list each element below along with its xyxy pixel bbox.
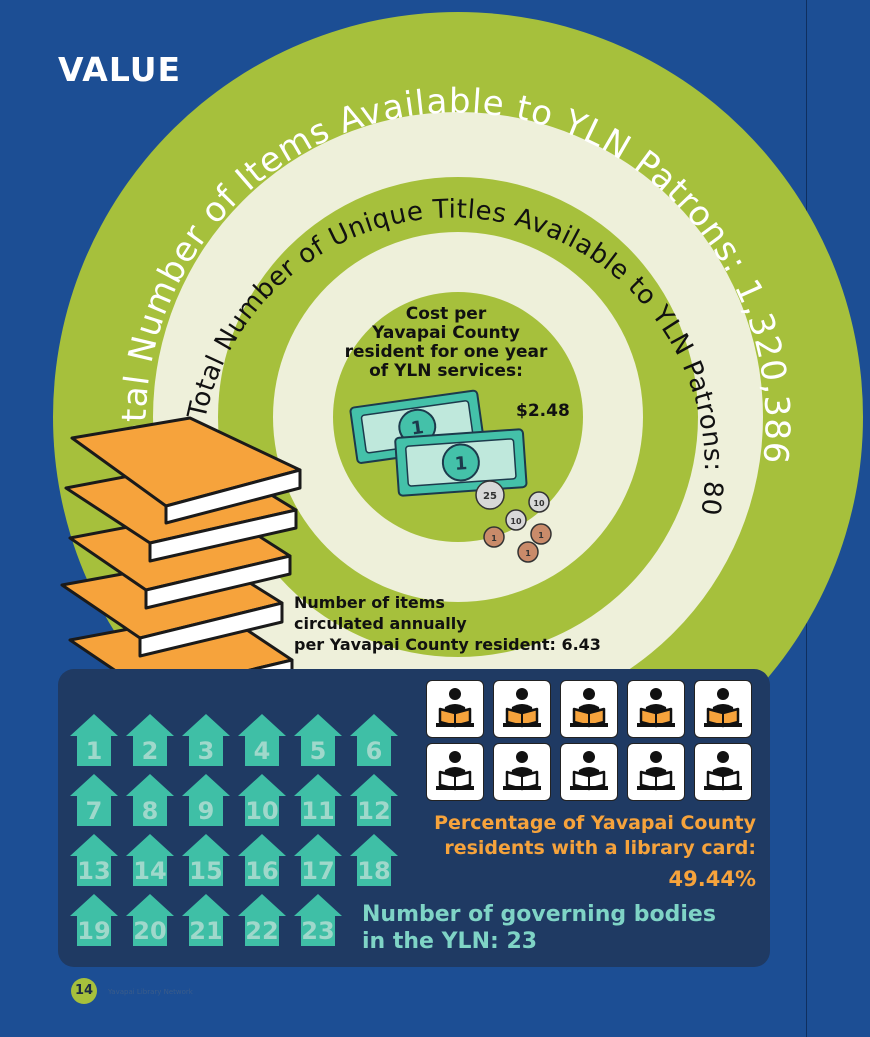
house-label: 3 [198,737,215,765]
house-icon: 15 [182,834,230,886]
house-label: 19 [77,917,110,945]
reader-icon [560,743,618,801]
page-title: VALUE [58,50,182,89]
house-label: 22 [245,917,278,945]
house-label: 16 [245,857,278,885]
reader-icon [627,680,685,738]
dollar-bill-icon: 1 [394,428,528,497]
coin-icon: 1 [517,541,539,563]
house-label: 10 [245,797,278,825]
house-icon: 19 [70,894,118,946]
house-label: 17 [301,857,334,885]
cost-label: Cost per Yavapai County resident for one… [344,304,548,381]
house-label: 23 [301,917,334,945]
house-label: 4 [254,737,271,765]
reader-icon [560,680,618,738]
coin-icon: 1 [483,526,505,548]
house-label: 20 [133,917,166,945]
coin-icon: 25 [475,480,505,510]
reader-icon [694,680,752,738]
house-icon: 6 [350,714,398,766]
house-icon: 20 [126,894,174,946]
house-label: 21 [189,917,222,945]
house-icon: 8 [126,774,174,826]
reader-icon [493,743,551,801]
house-icon: 23 [294,894,342,946]
coin-icon: 10 [505,509,527,531]
cost-value: $2.48 [516,401,570,421]
coin-icon: 1 [530,523,552,545]
house-label: 14 [133,857,166,885]
house-icon: 21 [182,894,230,946]
house-icon: 10 [238,774,286,826]
reader-icon [493,680,551,738]
house-icon: 5 [294,714,342,766]
house-label: 11 [301,797,334,825]
house-icon: 18 [350,834,398,886]
house-icon: 1 [70,714,118,766]
coin-icon: 10 [528,491,550,513]
house-label: 18 [357,857,390,885]
house-label: 9 [198,797,215,825]
house-icon: 11 [294,774,342,826]
house-label: 15 [189,857,222,885]
house-icon: 16 [238,834,286,886]
house-label: 6 [366,737,383,765]
house-icon: 9 [182,774,230,826]
house-label: 12 [357,797,390,825]
house-icon: 12 [350,774,398,826]
svg-text:1: 1 [538,531,544,540]
svg-text:1: 1 [491,534,497,543]
library-card-value: 49.44% [668,867,756,891]
svg-text:1: 1 [525,549,531,558]
house-icon: 17 [294,834,342,886]
svg-text:25: 25 [483,491,497,502]
page-number: 14 [71,978,97,1004]
house-icon: 13 [70,834,118,886]
svg-text:1: 1 [410,417,425,440]
governing-bodies-label: Number of governing bodies in the YLN: 2… [362,902,716,954]
circulation-label: Number of items circulated annually per … [294,593,601,654]
house-icon: 4 [238,714,286,766]
house-label: 7 [86,797,103,825]
svg-text:10: 10 [533,499,545,508]
reader-icon [627,743,685,801]
svg-text:10: 10 [510,517,522,526]
svg-text:1: 1 [454,453,468,475]
reader-icon [694,743,752,801]
reader-icon [426,680,484,738]
house-label: 13 [77,857,110,885]
footer-publisher: Yavapai Library Network [108,988,193,996]
house-label: 8 [142,797,159,825]
house-icon: 3 [182,714,230,766]
house-label: 5 [310,737,327,765]
reader-icon [426,743,484,801]
house-icon: 22 [238,894,286,946]
house-icon: 7 [70,774,118,826]
house-label: 2 [142,737,159,765]
house-label: 1 [86,737,103,765]
house-icon: 14 [126,834,174,886]
house-icon: 2 [126,714,174,766]
library-card-label: Percentage of Yavapai County residents w… [434,812,756,859]
